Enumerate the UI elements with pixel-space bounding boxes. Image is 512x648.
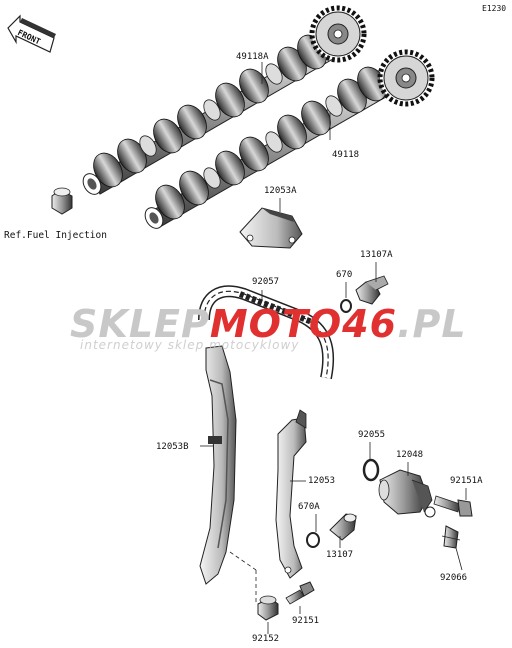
part-label-12053A: 12053A [264,186,297,196]
leader-lines [200,62,467,634]
part-label-49118A: 49118A [236,52,269,62]
chain-guide-left-icon [199,345,237,585]
part-label-92151: 92151 [292,616,320,626]
o-ring-670A-icon [306,532,320,548]
diagram-code: E1230 [482,4,507,13]
chain-guide-right-icon [275,409,307,579]
reference-note: Ref.Fuel Injection [4,230,107,241]
sprocket-upper-icon [309,5,367,63]
part-label-670: 670 [336,270,353,280]
bolt-92066-icon [441,525,461,549]
camshaft-upper [82,34,339,195]
plug-13107-icon [329,513,357,541]
timing-chain-icon [198,285,335,380]
o-ring-92055-icon [362,458,380,482]
fuel-injection-cap-icon [51,187,73,215]
sprocket-lower-icon [377,49,435,107]
collar-92152-icon [257,595,279,621]
part-label-92151A: 92151A [450,476,483,486]
part-label-92057: 92057 [252,277,280,287]
plug-13107A-icon [355,275,389,305]
part-label-13107: 13107 [326,550,354,560]
part-label-92152: 92152 [252,634,280,644]
part-label-13107A: 13107A [360,250,393,260]
part-label-670A: 670A [298,502,320,512]
part-label-92066: 92066 [440,573,468,583]
tensioner-12048-icon [378,469,436,518]
part-label-12053B: 12053B [156,442,189,452]
upper-chain-guide-icon [239,207,303,249]
o-ring-670-icon [340,299,352,313]
part-label-12053: 12053 [308,476,336,486]
watermark-tagline: internetowy sklep motocyklowy [80,338,300,352]
part-label-49118: 49118 [332,150,360,160]
camshaft-lower [144,66,399,229]
watermark-brand: SKLEPMOTO46.PL [70,302,467,346]
front-arrow-icon [7,14,56,53]
part-label-92055: 92055 [358,430,386,440]
bolt-92151-icon [285,581,315,605]
part-label-12048: 12048 [396,450,424,460]
bolt-92151A-icon [433,495,473,517]
